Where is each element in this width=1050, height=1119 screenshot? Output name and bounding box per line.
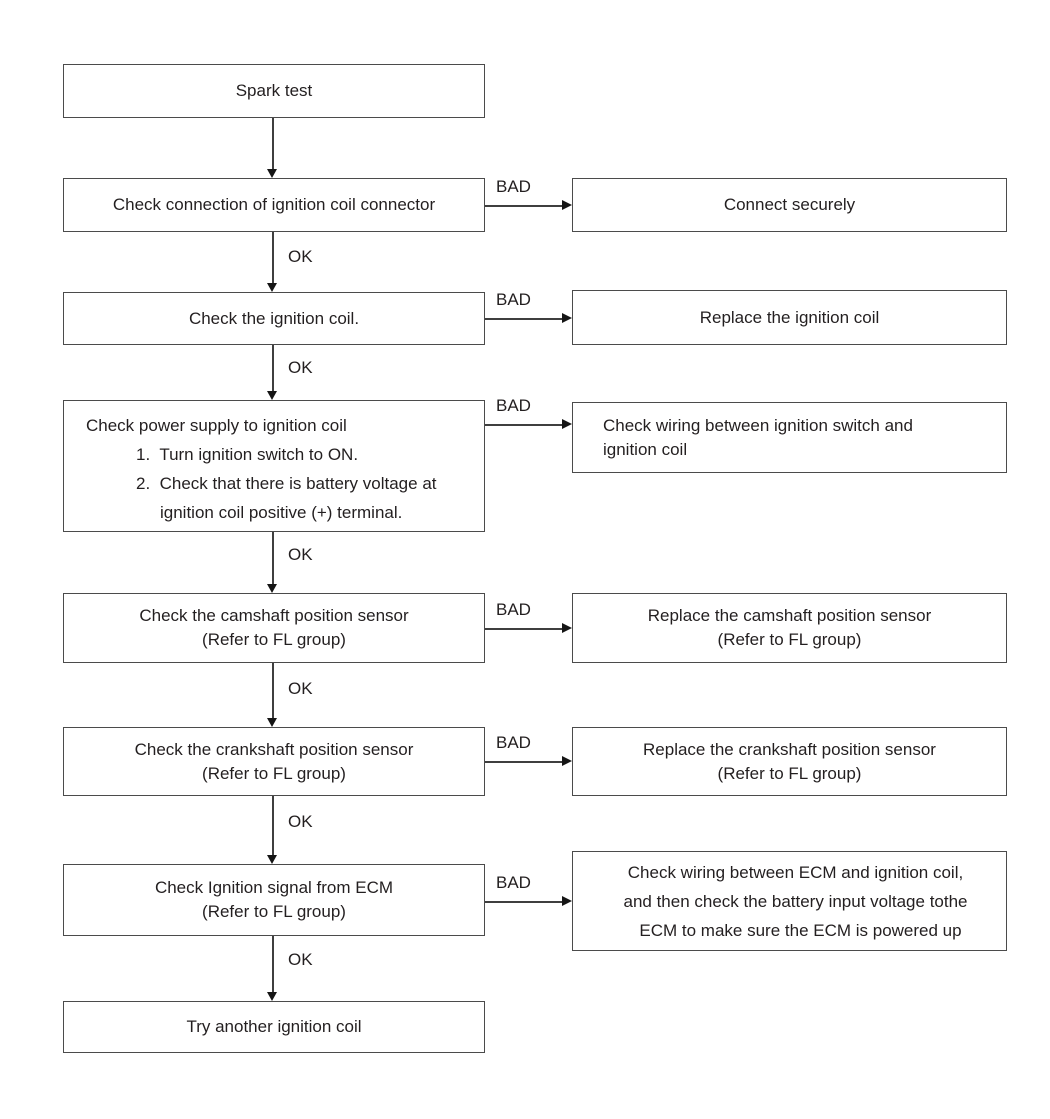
arrow-down-icon [267, 584, 277, 593]
flow-box-replace-crankshaft-sensor: Replace the crankshaft position sensor (… [572, 727, 1007, 796]
flow-line-right [485, 205, 563, 207]
flow-line-down [272, 936, 274, 993]
box-text: Try another ignition coil [186, 1017, 362, 1036]
ok-label: OK [288, 812, 313, 831]
flow-line-down [272, 796, 274, 856]
flow-box-check-ignition-coil: Check the ignition coil. [63, 292, 485, 345]
flow-box-check-power-supply: Check power supply to ignition coil 1. T… [63, 400, 485, 532]
flow-box-check-ecm-signal: Check Ignition signal from ECM (Refer to… [63, 864, 485, 936]
arrow-down-icon [267, 283, 277, 292]
bad-label: BAD [496, 396, 531, 415]
flow-line-down [272, 232, 274, 284]
flow-box-check-crankshaft-sensor: Check the crankshaft position sensor (Re… [63, 727, 485, 796]
bad-label: BAD [496, 733, 531, 752]
flow-box-try-another-coil: Try another ignition coil [63, 1001, 485, 1053]
flow-line-right [485, 628, 563, 630]
ok-label: OK [288, 679, 313, 698]
arrow-down-icon [267, 391, 277, 400]
box-text: (Refer to FL group) [202, 630, 346, 649]
box-text: Check wiring between ECM and ignition co… [627, 862, 964, 882]
box-text: (Refer to FL group) [717, 630, 862, 649]
box-text: Check the ignition coil. [188, 308, 360, 328]
flow-box-connect-securely: Connect securely [572, 178, 1007, 232]
box-text: Check Ignition signal from ECM [154, 878, 394, 897]
flow-box-replace-camshaft-sensor: Replace the camshaft position sensor (Re… [572, 593, 1007, 663]
ok-label: OK [288, 358, 313, 377]
flow-box-check-wiring-switch: Check wiring between ignition switch and… [572, 402, 1007, 473]
box-text: ignition coil [603, 439, 688, 459]
flow-line-down [272, 532, 274, 585]
arrow-right-icon [562, 895, 572, 906]
box-text: ECM to make sure the ECM is powered up [639, 920, 962, 940]
bad-label: BAD [496, 873, 531, 892]
box-text: Replace the ignition coil [699, 307, 880, 327]
box-text: (Refer to FL group) [717, 763, 862, 783]
box-text: 2. Check that there is battery voltage a… [136, 474, 437, 493]
flow-line-right [485, 318, 563, 320]
box-text: ignition coil positive (+) terminal. [160, 503, 403, 522]
arrow-right-icon [562, 418, 572, 429]
box-text: Check power supply to ignition coil [86, 416, 347, 435]
box-text: Check connection of ignition coil connec… [112, 195, 436, 214]
bad-label: BAD [496, 600, 531, 619]
arrow-down-icon [267, 718, 277, 727]
box-text: Check the crankshaft position sensor [134, 739, 414, 759]
box-text: Check wiring between ignition switch and [603, 415, 913, 435]
box-text: Replace the camshaft position sensor [647, 606, 932, 625]
flow-line-right [485, 901, 563, 903]
flow-line-right [485, 761, 563, 763]
arrow-right-icon [562, 755, 572, 766]
box-text: Replace the crankshaft position sensor [643, 739, 936, 759]
arrow-right-icon [562, 312, 572, 323]
ok-label: OK [288, 950, 313, 969]
flow-box-check-wiring-ecm: Check wiring between ECM and ignition co… [572, 851, 1007, 951]
flow-box-check-connection: Check connection of ignition coil connec… [63, 178, 485, 232]
bad-label: BAD [496, 290, 531, 309]
box-text: Check the camshaft position sensor [139, 606, 409, 625]
ok-label: OK [288, 247, 313, 266]
flow-line-down [272, 663, 274, 719]
flow-box-replace-ignition-coil: Replace the ignition coil [572, 290, 1007, 345]
arrow-right-icon [562, 622, 572, 633]
ok-label: OK [288, 545, 313, 564]
flow-line-down [272, 345, 274, 392]
flow-box-check-camshaft-sensor: Check the camshaft position sensor (Refe… [63, 593, 485, 663]
box-text: Connect securely [723, 195, 856, 214]
arrow-down-icon [267, 169, 277, 178]
box-text: 1. Turn ignition switch to ON. [136, 445, 359, 464]
box-text: and then check the battery input voltage… [623, 891, 968, 911]
flow-line-right [485, 424, 563, 426]
box-text: (Refer to FL group) [202, 763, 346, 783]
flow-box-spark-test: Spark test [63, 64, 485, 118]
arrow-down-icon [267, 855, 277, 864]
box-text: Spark test [235, 81, 313, 100]
box-text: (Refer to FL group) [202, 902, 346, 921]
arrow-right-icon [562, 199, 572, 210]
arrow-down-icon [267, 992, 277, 1001]
flow-line-down [272, 118, 274, 170]
bad-label: BAD [496, 177, 531, 196]
